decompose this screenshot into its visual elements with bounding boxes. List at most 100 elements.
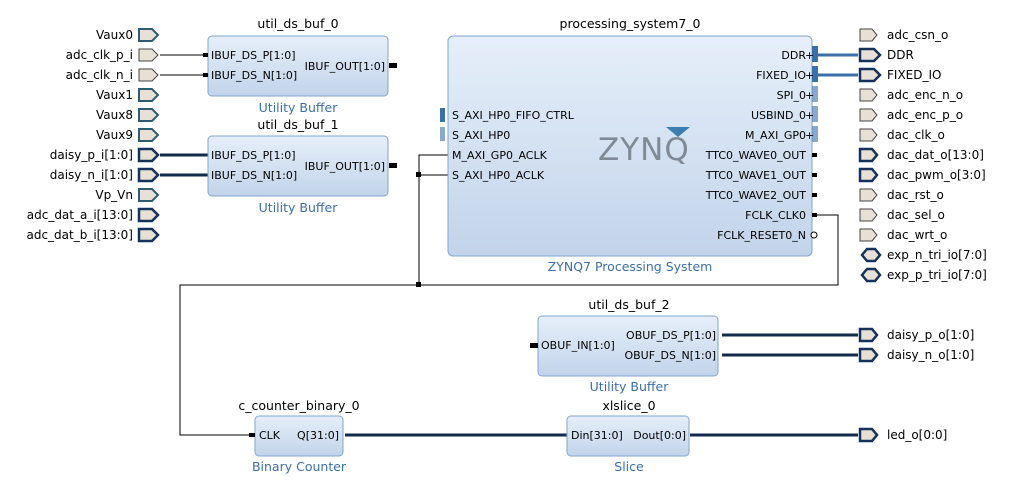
port-icon[interactable]	[858, 327, 879, 343]
port-icon[interactable]	[859, 108, 878, 122]
binary-counter-block[interactable]: c_counter_binary_0 CLK Q[31:0] Binary Co…	[238, 398, 359, 474]
expand-icon[interactable]: +	[805, 109, 814, 122]
pin-dout[interactable]: Dout[0:0]	[633, 429, 686, 442]
pin-s-axi-hp0-aclk[interactable]: S_AXI_HP0_ACLK	[452, 169, 545, 182]
pin-obuf-ds-n[interactable]: OBUF_DS_N[1:0]	[624, 349, 716, 362]
pin-usbind-0[interactable]: USBIND_0	[751, 109, 806, 122]
port-adc_enc_p_o[interactable]: adc_enc_p_o	[887, 108, 963, 122]
port-dac_clk_o[interactable]: dac_clk_o	[887, 128, 945, 142]
block-body[interactable]	[207, 35, 389, 97]
pin-fixed-io[interactable]: FIXED_IO	[756, 69, 806, 82]
port-vaux8[interactable]: Vaux8	[96, 108, 133, 122]
port-icon[interactable]	[137, 227, 160, 243]
port-daisy-n-o[interactable]: daisy_n_o[1:0]	[887, 348, 974, 362]
port-icon[interactable]	[859, 188, 878, 202]
pin-ttc0-wave2-out[interactable]: TTC0_WAVE2_OUT	[705, 189, 807, 202]
port-led-o[interactable]: led_o[0:0]	[887, 428, 947, 442]
port-adc_csn_o[interactable]: adc_csn_o	[887, 28, 948, 42]
pin-m-axi-gp0[interactable]: M_AXI_GP0	[745, 129, 806, 142]
port-icon[interactable]	[860, 247, 882, 263]
port-adc_clk_p_i[interactable]: adc_clk_p_i	[66, 48, 133, 62]
pin-clk[interactable]: CLK	[259, 429, 281, 442]
port-adc_dat_a_i[interactable]: adc_dat_a_i[13:0]	[27, 208, 133, 222]
expand-icon[interactable]: +	[805, 129, 814, 142]
util-ds-buf-2-block[interactable]: util_ds_buf_2 OBUF_IN[1:0] OBUF_DS_P[1:0…	[530, 297, 719, 394]
pin-ibuf-ds-p[interactable]: IBUF_DS_P[1:0]	[211, 149, 296, 162]
port-icon[interactable]	[858, 347, 879, 363]
port-icon[interactable]	[138, 68, 159, 82]
port-adc_clk_n_i[interactable]: adc_clk_n_i	[66, 68, 133, 82]
port-icon[interactable]	[858, 147, 879, 163]
port-daisy-p-o[interactable]: daisy_p_o[1:0]	[887, 328, 974, 342]
port-ddr[interactable]: DDR	[887, 48, 914, 62]
port-icon[interactable]	[858, 427, 879, 443]
port-vaux9[interactable]: Vaux9	[96, 128, 133, 142]
port-dac_dat_o[interactable]: dac_dat_o[13:0]	[887, 148, 984, 162]
port-icon[interactable]	[858, 47, 882, 63]
port-icon[interactable]	[858, 67, 882, 83]
pin-ibuf-ds-p[interactable]: IBUF_DS_P[1:0]	[211, 49, 296, 62]
port-fixed_io[interactable]: FIXED_IO	[887, 68, 941, 82]
pin-spi-0[interactable]: SPI_0	[777, 89, 806, 102]
port-icon[interactable]	[858, 167, 879, 183]
port-icon[interactable]	[137, 147, 160, 163]
pin-fclk-clk0[interactable]: FCLK_CLK0	[745, 209, 806, 222]
port-exp_p_tri_io[interactable]: exp_p_tri_io[7:0]	[887, 268, 987, 282]
block-name: util_ds_buf_2	[588, 297, 669, 312]
port-icon[interactable]	[859, 128, 878, 142]
pin-m-axi-gp0-aclk[interactable]: M_AXI_GP0_ACLK	[452, 149, 548, 162]
pin-s-axi-hp0[interactable]: S_AXI_HP0	[452, 129, 510, 142]
expand-icon[interactable]: +	[805, 69, 814, 82]
expand-icon[interactable]: +	[805, 89, 814, 102]
pin-obuf-ds-p[interactable]: OBUF_DS_P[1:0]	[626, 329, 716, 342]
block-body[interactable]	[566, 415, 690, 457]
port-vaux1[interactable]: Vaux1	[96, 88, 133, 102]
pin-ibuf-out[interactable]: IBUF_OUT[1:0]	[305, 60, 385, 73]
pin-ibuf-ds-n[interactable]: IBUF_DS_N[1:0]	[211, 169, 297, 182]
port-daisy_p_i[interactable]: daisy_p_i[1:0]	[50, 148, 133, 162]
block-body[interactable]	[447, 35, 813, 257]
pin-ddr[interactable]: DDR	[781, 49, 806, 62]
wire-fclk-clk0[interactable]	[179, 214, 839, 436]
pin-ttc0-wave1-out[interactable]: TTC0_WAVE1_OUT	[705, 169, 807, 182]
port-icon[interactable]	[859, 88, 878, 102]
pin-fclk-reset0-n[interactable]: FCLK_RESET0_N	[717, 229, 806, 242]
pin-s-axi-hp0-fifo-ctrl[interactable]: S_AXI_HP0_FIFO_CTRL	[452, 109, 575, 122]
port-icon[interactable]	[860, 267, 882, 283]
port-icon[interactable]	[138, 88, 160, 102]
port-icon[interactable]	[859, 28, 878, 42]
port-dac_pwm_o[interactable]: dac_pwm_o[3:0]	[887, 168, 986, 182]
port-icon[interactable]	[859, 208, 878, 222]
port-icon[interactable]	[138, 28, 160, 42]
wire-m-axi-gp0-aclk[interactable]	[418, 154, 448, 285]
port-icon[interactable]	[138, 48, 159, 62]
pin-obuf-in[interactable]: OBUF_IN[1:0]	[541, 339, 615, 352]
port-vaux0[interactable]: Vaux0	[96, 28, 133, 42]
util-ds-buf-1-block[interactable]: util_ds_buf_1 IBUF_DS_P[1:0] IBUF_DS_N[1…	[207, 117, 397, 215]
port-exp_n_tri_io[interactable]: exp_n_tri_io[7:0]	[887, 248, 987, 262]
port-icon[interactable]	[138, 128, 160, 142]
port-dac_wrt_o[interactable]: dac_wrt_o	[887, 228, 947, 242]
port-icon[interactable]	[137, 167, 160, 183]
block-body[interactable]	[207, 135, 389, 197]
port-icon[interactable]	[138, 188, 160, 202]
port-icon[interactable]	[859, 228, 878, 242]
slice-block[interactable]: xlslice_0 Din[31:0] Dout[0:0] Slice	[566, 398, 690, 474]
pin-ibuf-ds-n[interactable]: IBUF_DS_N[1:0]	[211, 69, 297, 82]
port-adc_dat_b_i[interactable]: adc_dat_b_i[13:0]	[26, 228, 133, 242]
expand-icon[interactable]: +	[805, 49, 814, 62]
port-icon[interactable]	[137, 207, 160, 223]
port-dac_rst_o[interactable]: dac_rst_o	[887, 188, 944, 202]
port-adc_enc_n_o[interactable]: adc_enc_n_o	[887, 88, 963, 102]
util-ds-buf-0-block[interactable]: util_ds_buf_0 IBUF_DS_P[1:0] IBUF_DS_N[1…	[203, 16, 397, 115]
pin-ibuf-out[interactable]: IBUF_OUT[1:0]	[305, 160, 385, 173]
port-icon[interactable]	[138, 108, 160, 122]
port-vp_vn[interactable]: Vp_Vn	[95, 188, 133, 202]
processing-system7-block[interactable]: processing_system7_0 S_AXI_HP0_FIFO_CTRL…	[440, 16, 818, 274]
port-daisy_n_i[interactable]: daisy_n_i[1:0]	[50, 168, 133, 182]
port-dac_sel_o[interactable]: dac_sel_o	[887, 208, 945, 222]
pin-din[interactable]: Din[31:0]	[571, 429, 623, 442]
pin-ttc0-wave0-out[interactable]: TTC0_WAVE0_OUT	[705, 149, 807, 162]
pin-q[interactable]: Q[31:0]	[297, 429, 339, 442]
